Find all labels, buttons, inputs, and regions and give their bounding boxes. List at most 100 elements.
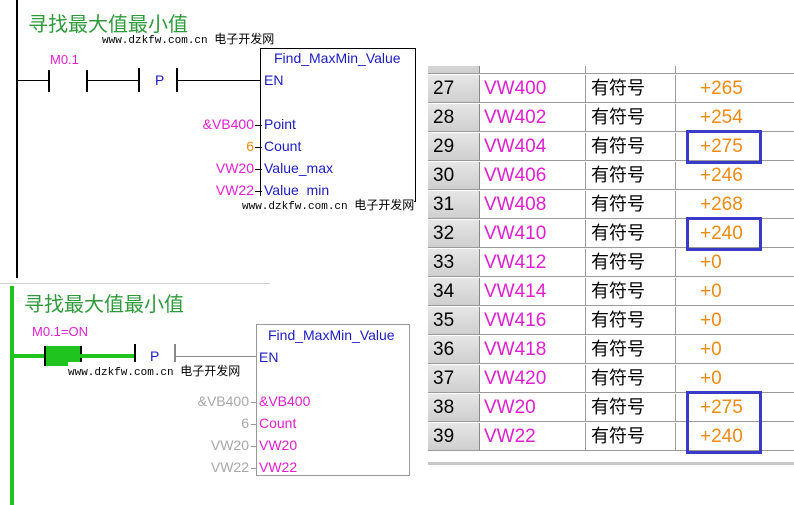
row-index: 28 bbox=[428, 104, 480, 132]
value-cell[interactable]: +240 bbox=[676, 220, 794, 248]
format-cell[interactable]: 有符号 bbox=[586, 75, 676, 103]
row-index: 34 bbox=[428, 278, 480, 306]
top-pin-max: Value_max bbox=[264, 160, 334, 176]
top-operand-point[interactable]: &VB400 bbox=[202, 116, 254, 132]
top-edge-label: P bbox=[155, 72, 165, 88]
format-cell[interactable]: 有符号 bbox=[586, 220, 676, 248]
watermark-url: www.dzkfw.com.cn bbox=[242, 201, 348, 213]
address-cell[interactable]: VW402 bbox=[480, 104, 586, 132]
address-cell[interactable]: VW20 bbox=[480, 394, 586, 422]
top-pin-en: EN bbox=[264, 72, 284, 88]
address-cell[interactable]: VW410 bbox=[480, 220, 586, 248]
address-cell[interactable]: VW22 bbox=[480, 423, 586, 451]
table-scrollbar[interactable] bbox=[428, 462, 794, 465]
value-cell[interactable]: +0 bbox=[676, 365, 794, 393]
watermark-url: www.dzkfw.com.cn bbox=[102, 35, 208, 47]
top-function-block[interactable] bbox=[260, 48, 416, 202]
top-pin-point: Point bbox=[264, 116, 296, 132]
top-network-title: 寻找最大值最小值 bbox=[28, 12, 188, 36]
address-cell[interactable]: VW416 bbox=[480, 307, 586, 335]
top-operand-max[interactable]: VW20 bbox=[215, 160, 254, 176]
top-edge-left-bar bbox=[138, 68, 140, 92]
format-cell[interactable]: 有符号 bbox=[586, 394, 676, 422]
address-cell[interactable]: VW420 bbox=[480, 365, 586, 393]
bottom-network-title: 寻找最大值最小值 bbox=[24, 292, 184, 316]
format-cell[interactable]: 有符号 bbox=[586, 365, 676, 393]
format-cell[interactable]: 有符号 bbox=[586, 191, 676, 219]
format-cell[interactable]: 有符号 bbox=[586, 278, 676, 306]
highlight-box bbox=[686, 391, 762, 454]
address-cell[interactable]: VW412 bbox=[480, 249, 586, 277]
address-cell[interactable]: VW404 bbox=[480, 133, 586, 161]
address-cell[interactable]: VW414 bbox=[480, 278, 586, 306]
watermark-cn: 电子开发网 bbox=[214, 32, 275, 46]
value-cell[interactable]: +0 bbox=[676, 307, 794, 335]
value-cell[interactable]: +265 bbox=[676, 75, 794, 103]
value-cell[interactable]: +240 bbox=[676, 423, 794, 451]
row-index: 38 bbox=[428, 394, 480, 422]
top-operand-min[interactable]: VW22 bbox=[215, 182, 254, 198]
top-contact-right-bar[interactable] bbox=[86, 70, 88, 92]
row-index: 35 bbox=[428, 307, 480, 335]
format-cell[interactable]: 有符号 bbox=[586, 104, 676, 132]
watermark-cn: 电子开发网 bbox=[354, 198, 415, 212]
value-cell[interactable]: +0 bbox=[676, 249, 794, 277]
address-cell[interactable]: VW400 bbox=[480, 75, 586, 103]
top-operand-count[interactable]: 6 bbox=[246, 138, 254, 154]
bottom-pin-max-value: VW20 bbox=[259, 437, 298, 453]
bottom-function-block[interactable] bbox=[256, 324, 410, 476]
top-block-name: Find_MaxMin_Value bbox=[274, 50, 401, 66]
value-cell[interactable]: +268 bbox=[676, 191, 794, 219]
bottom-pin-count: Count bbox=[259, 415, 297, 431]
watermark-url: www.dzkfw.com.cn bbox=[68, 367, 174, 379]
value-cell[interactable]: +0 bbox=[676, 336, 794, 364]
row-index: 29 bbox=[428, 133, 480, 161]
format-cell[interactable]: 有符号 bbox=[586, 162, 676, 190]
bottom-operand-min[interactable]: VW22 bbox=[210, 459, 249, 475]
format-cell[interactable]: 有符号 bbox=[586, 133, 676, 161]
bottom-power-rail bbox=[10, 286, 14, 505]
value-cell[interactable]: +254 bbox=[676, 104, 794, 132]
contact-state: M0.1=ON bbox=[32, 324, 88, 339]
top-contact-left-bar[interactable] bbox=[48, 70, 50, 92]
top-watermark-2: www.dzkfw.com.cn 电子开发网 bbox=[242, 196, 415, 213]
row-index: 27 bbox=[428, 75, 480, 103]
format-cell[interactable]: 有符号 bbox=[586, 307, 676, 335]
bottom-edge-right-bar bbox=[174, 344, 176, 368]
row-index: 30 bbox=[428, 162, 480, 190]
address-cell[interactable]: VW408 bbox=[480, 191, 586, 219]
value-cell[interactable]: +246 bbox=[676, 162, 794, 190]
address-cell[interactable]: VW406 bbox=[480, 162, 586, 190]
value-cell[interactable]: +0 bbox=[676, 278, 794, 306]
format-cell[interactable]: 有符号 bbox=[586, 423, 676, 451]
top-power-rail bbox=[16, 0, 18, 278]
bottom-watermark: www.dzkfw.com.cn 电子开发网 bbox=[68, 362, 241, 379]
bottom-operand-point[interactable]: &VB400 bbox=[197, 393, 249, 409]
address-cell[interactable]: VW418 bbox=[480, 336, 586, 364]
value-cell[interactable]: +275 bbox=[676, 394, 794, 422]
top-contact-label: M0.1 bbox=[50, 52, 79, 67]
bottom-pin-min-value: VW22 bbox=[259, 459, 298, 475]
bottom-edge-label: P bbox=[150, 348, 160, 364]
format-cell[interactable]: 有符号 bbox=[586, 336, 676, 364]
bottom-operand-count[interactable]: 6 bbox=[241, 415, 249, 431]
value-cell[interactable]: +275 bbox=[676, 133, 794, 161]
bottom-contact-label: M0.1=ON bbox=[32, 324, 88, 339]
bottom-operand-max[interactable]: VW20 bbox=[210, 437, 249, 453]
row-index: 37 bbox=[428, 365, 480, 393]
format-cell[interactable]: 有符号 bbox=[586, 249, 676, 277]
